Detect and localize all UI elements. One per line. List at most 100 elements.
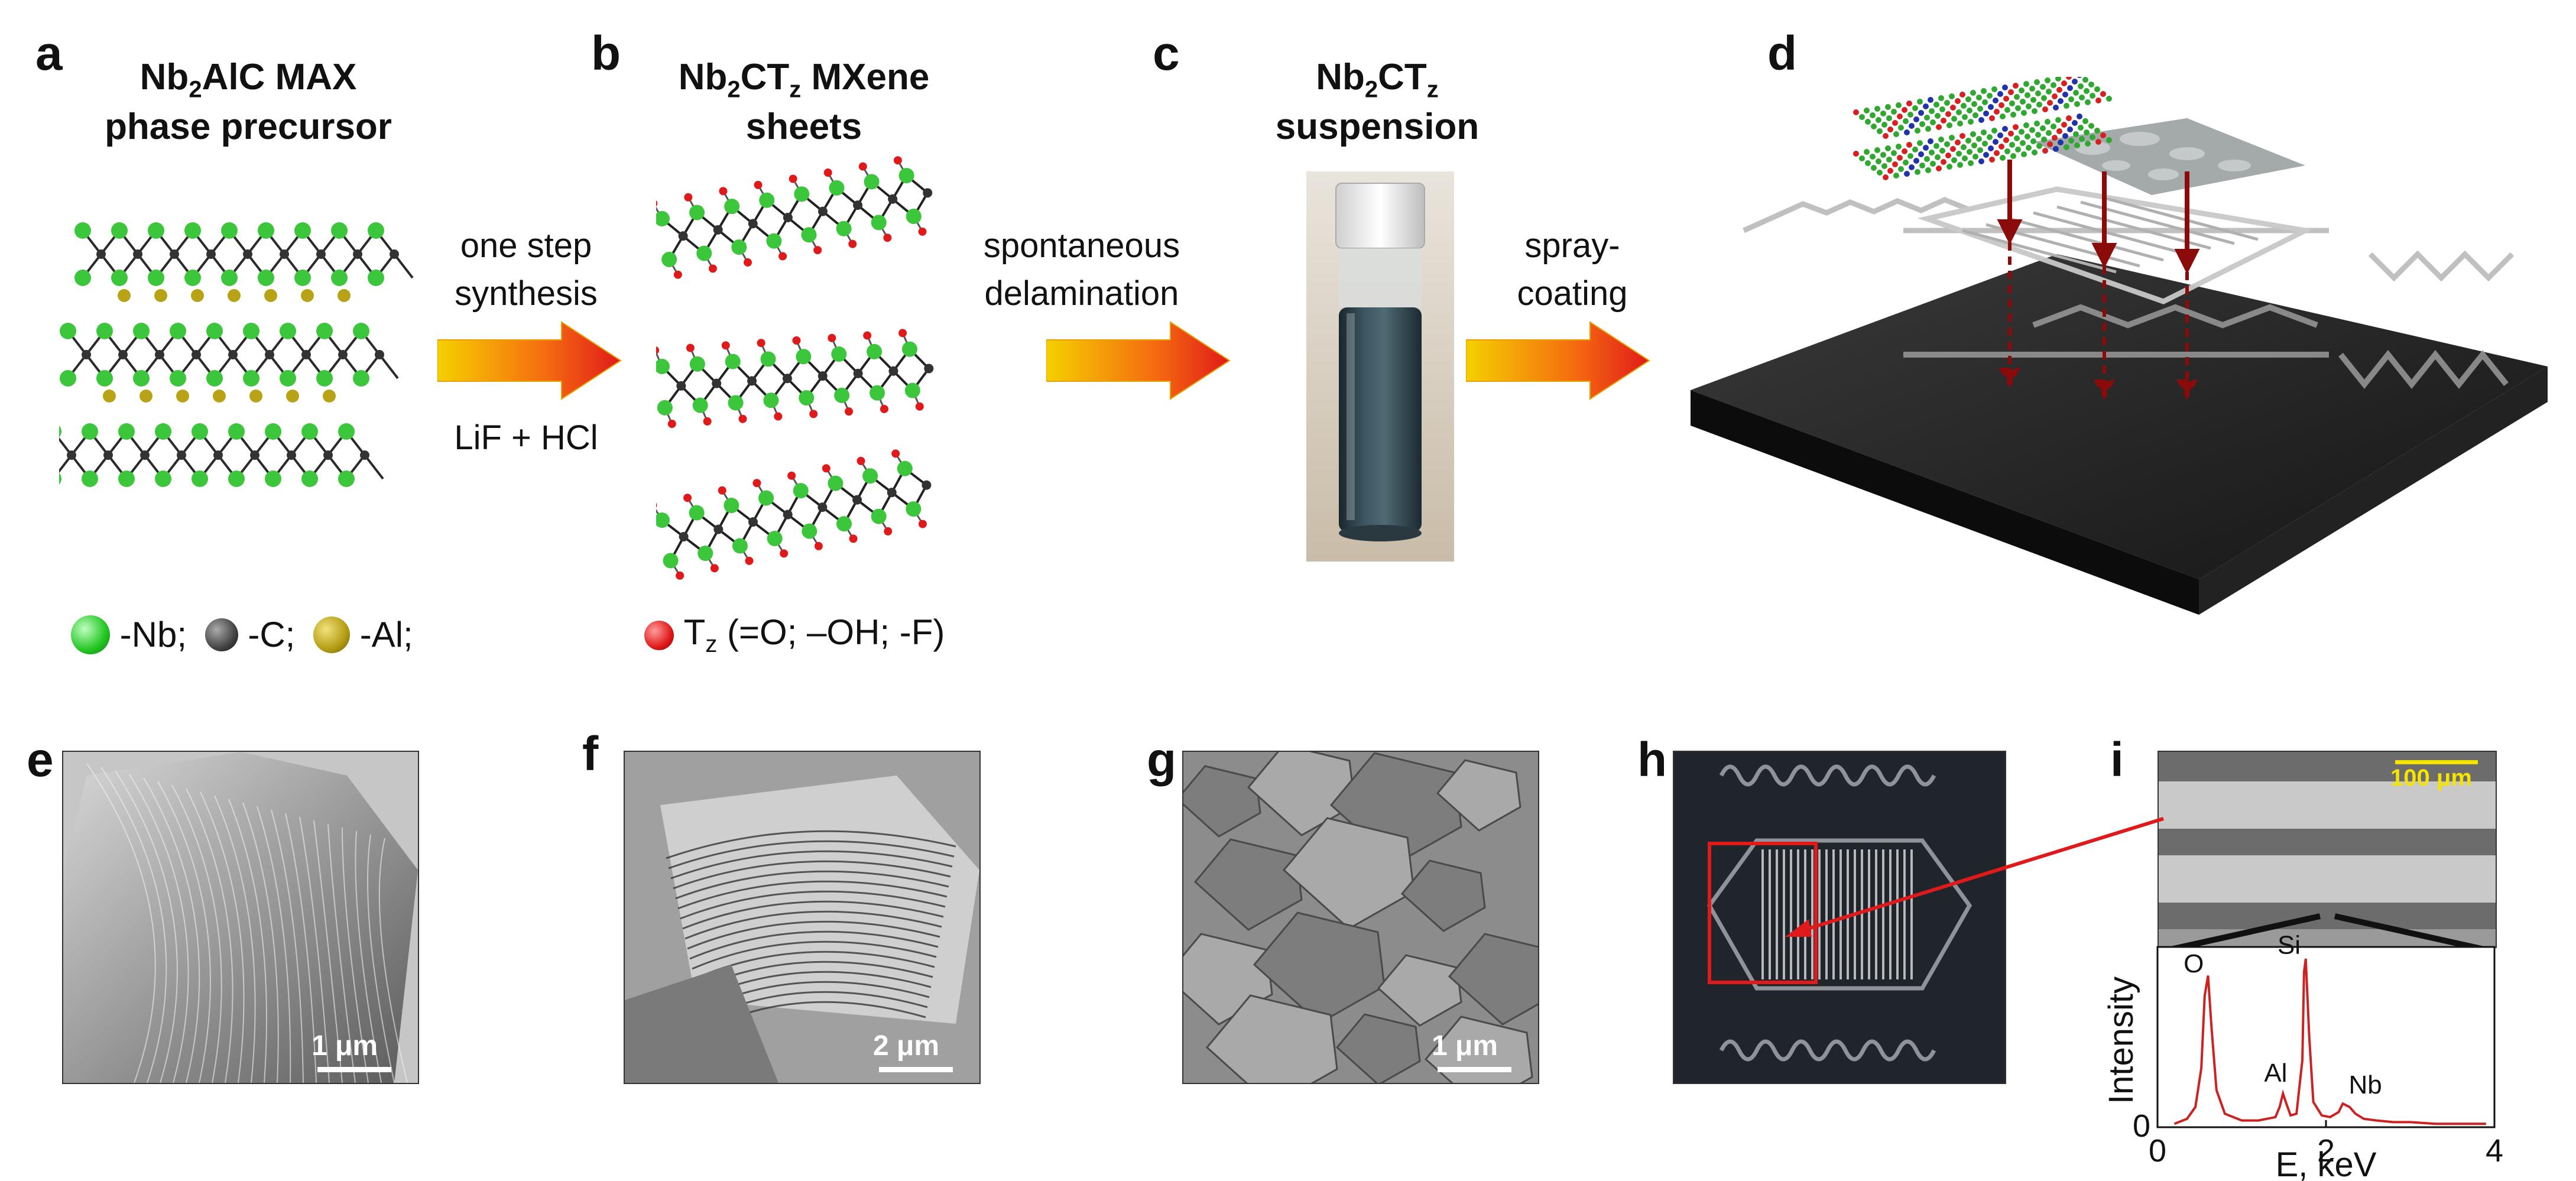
mxene-atom [2023, 81, 2029, 87]
terminal-atom [774, 412, 783, 421]
nb-atom [766, 233, 782, 249]
mxene-atom [2009, 142, 2015, 148]
scale-label-f: 2 μm [873, 1030, 940, 1062]
nb-atom [897, 460, 913, 476]
al-atom [338, 289, 351, 302]
terminal-atom [880, 404, 888, 413]
mxene-atom [1994, 150, 2000, 156]
mxene-atom [1906, 142, 1912, 148]
nb-atom [82, 423, 98, 440]
c-atom-icon [205, 618, 238, 652]
mxene-atom [1925, 167, 1931, 173]
mxene-atom [2041, 95, 2047, 101]
mxene-atom [1997, 91, 2003, 97]
mxene-atom [1968, 160, 1974, 166]
nb-atom [870, 385, 885, 401]
al-atom [301, 289, 314, 302]
mxene-atom [1967, 149, 1972, 155]
al-atom [228, 289, 241, 302]
terminal-atom [718, 486, 726, 495]
mxene-atom [2062, 133, 2068, 139]
mxene-atom [1956, 151, 1962, 157]
mxene-atom [2088, 123, 2094, 129]
nb-atom [338, 471, 355, 487]
terminal-atom [684, 193, 693, 202]
mxene-atom [2074, 142, 2080, 148]
nb-atom [904, 382, 920, 398]
mxene-atom [2034, 121, 2040, 126]
mxene-atom [2015, 105, 2021, 111]
nb-atom [871, 215, 887, 231]
mxene-atom [1881, 163, 1887, 169]
mxene-atom [2061, 80, 2067, 86]
mxene-atom [1930, 119, 1936, 125]
mxene-atom [2082, 118, 2088, 124]
mxene-atom [2013, 83, 2019, 89]
mxene-atom [1961, 103, 1967, 109]
c-atom [280, 249, 289, 259]
nb-atom [828, 475, 843, 491]
nb-atom [258, 222, 274, 239]
mxene-atom [1977, 147, 1983, 153]
scale-bar-g [1438, 1067, 1511, 1072]
terminal-atom-icon [644, 621, 674, 650]
scale-bar-i [2395, 760, 2478, 764]
mxene-atom [2010, 153, 2016, 159]
mxene-atom [2106, 96, 2112, 102]
mxene-atom [1936, 166, 1942, 171]
nb-atom [758, 490, 774, 506]
sem-e-texture [63, 752, 418, 1083]
mxene-atom [1950, 146, 1956, 152]
c-atom [301, 350, 311, 359]
mxene-atom [1946, 164, 1952, 170]
scale-label-i: 100 μm [2390, 765, 2472, 791]
nb-atom [834, 387, 850, 403]
nb-atom-icon [71, 615, 110, 655]
mxene-atom [2077, 77, 2082, 78]
mxene-atom [1874, 106, 1880, 112]
terminal-atom [780, 549, 789, 558]
mxene-atom [2073, 90, 2079, 96]
mxene-atom [2095, 98, 2101, 103]
nb-atom [871, 508, 887, 524]
terminal-atom [883, 233, 892, 242]
peak-label: O [2184, 949, 2204, 978]
mxene-atom [1962, 155, 1968, 161]
terminal-atom [858, 162, 867, 171]
mxene-atom [1962, 114, 1968, 120]
mxene-atom [2047, 141, 2053, 147]
nb-atom [368, 270, 384, 286]
mxene-atom [2074, 101, 2080, 107]
mxene-atom [1988, 104, 1994, 110]
mxene-atom [2058, 98, 2064, 104]
mxene-atom [2052, 93, 2058, 99]
y-tick-label: 0 [2133, 1108, 2150, 1144]
terminal-atom [656, 199, 658, 208]
nb-atom [133, 323, 150, 339]
terminal-atom [703, 417, 712, 426]
nb-atom [280, 370, 296, 387]
nb-atom [331, 270, 348, 286]
mxene-atom [2077, 113, 2082, 119]
peak-label: Nb [2349, 1070, 2382, 1099]
panel-label-g: g [1147, 733, 1177, 787]
c-atom [676, 381, 686, 391]
mxene-atom [1871, 124, 1877, 129]
nb-atom [59, 473, 61, 485]
c-atom [287, 450, 296, 460]
mxene-atom [1859, 155, 1865, 161]
mxene-atom [1941, 159, 1946, 165]
al-atom [286, 390, 299, 403]
nb-atom [689, 505, 705, 521]
c-atom [924, 364, 934, 374]
mxene-atom [1903, 118, 1909, 124]
mxene-atom [2036, 102, 2042, 108]
mxene-atom [1972, 112, 1978, 118]
mxene-atom [1898, 125, 1904, 131]
mxene-atom [2021, 151, 2027, 157]
mxene-atom [1981, 129, 1987, 135]
nb-atom [301, 471, 318, 487]
mxene-atom [1982, 99, 1988, 105]
mxene-atom [1961, 144, 1967, 150]
mxene-atom [1897, 155, 1903, 161]
